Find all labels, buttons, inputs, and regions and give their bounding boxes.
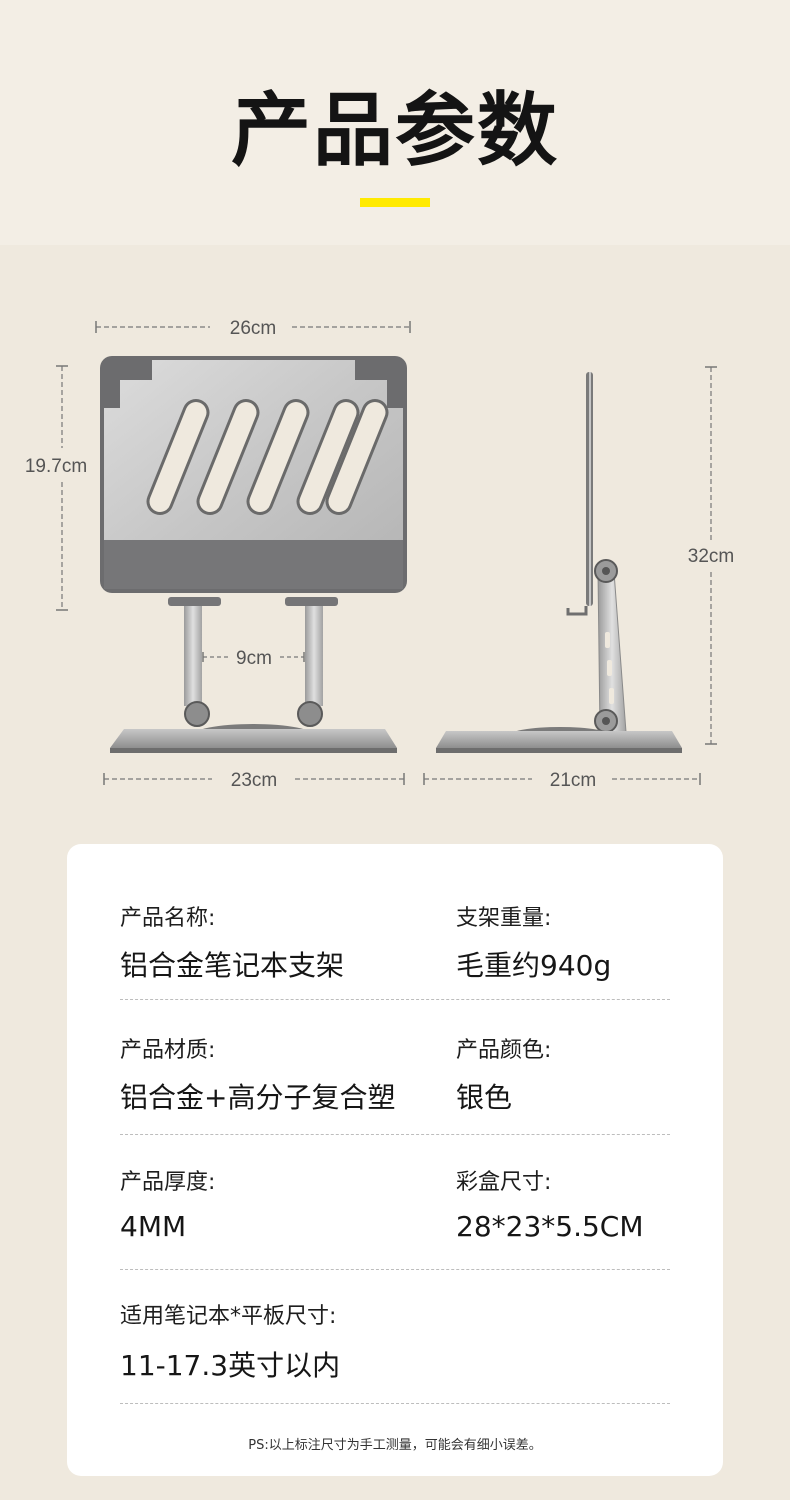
dim-stand-width: 26cm (95, 318, 411, 339)
divider (120, 1134, 670, 1135)
product-dimension-diagram: 26cm 19.7cm (25, 318, 734, 791)
dim-stand-height: 19.7cm (25, 365, 87, 611)
spec-value-thickness: 4MM (120, 1210, 187, 1243)
spec-label-box-size: 彩盒尺寸: (456, 1170, 552, 1195)
divider (120, 999, 670, 1000)
dim-depth: 21cm (423, 770, 701, 791)
spec-value-box-size: 28*23*5.5CM (456, 1210, 644, 1243)
spec-label-material: 产品材质: (120, 1038, 216, 1063)
dim-column-gap-label: 9cm (236, 648, 272, 669)
title-underline (360, 198, 430, 207)
spec-label-color: 产品颜色: (456, 1038, 552, 1063)
spec-value-weight: 毛重约940g (456, 949, 612, 982)
dim-base-width: 23cm (103, 770, 405, 791)
divider (120, 1269, 670, 1270)
dim-stand-height-label: 19.7cm (25, 456, 87, 477)
header-band: 产品参数 (0, 0, 790, 245)
front-view-illustration (100, 356, 407, 753)
spec-card: 产品名称: 铝合金笔记本支架 支架重量: 毛重约940g 产品材质: 铝合金+高… (67, 844, 723, 1476)
dim-column-gap: 9cm (202, 648, 305, 669)
dim-total-height-label: 32cm (688, 546, 734, 567)
spec-value-compatible-size: 11-17.3英寸以内 (120, 1349, 341, 1382)
spec-value-name: 铝合金笔记本支架 (120, 949, 345, 982)
divider (120, 1403, 670, 1404)
side-view-illustration (436, 372, 682, 753)
spec-label-name: 产品名称: (120, 906, 216, 931)
measurement-note: PS:以上标注尺寸为手工测量，可能会有细小误差。 (248, 1438, 542, 1453)
spec-label-thickness: 产品厚度: (120, 1170, 216, 1195)
dim-depth-label: 21cm (550, 770, 596, 791)
dim-stand-width-label: 26cm (230, 318, 276, 339)
dim-total-height: 32cm (688, 366, 734, 745)
spec-value-color: 银色 (456, 1081, 513, 1114)
spec-label-compatible-size: 适用笔记本*平板尺寸: (120, 1304, 337, 1329)
dim-base-width-label: 23cm (231, 770, 277, 791)
spec-label-weight: 支架重量: (456, 906, 552, 931)
page-title: 产品参数 (231, 84, 559, 177)
spec-value-material: 铝合金+高分子复合塑 (120, 1081, 396, 1114)
